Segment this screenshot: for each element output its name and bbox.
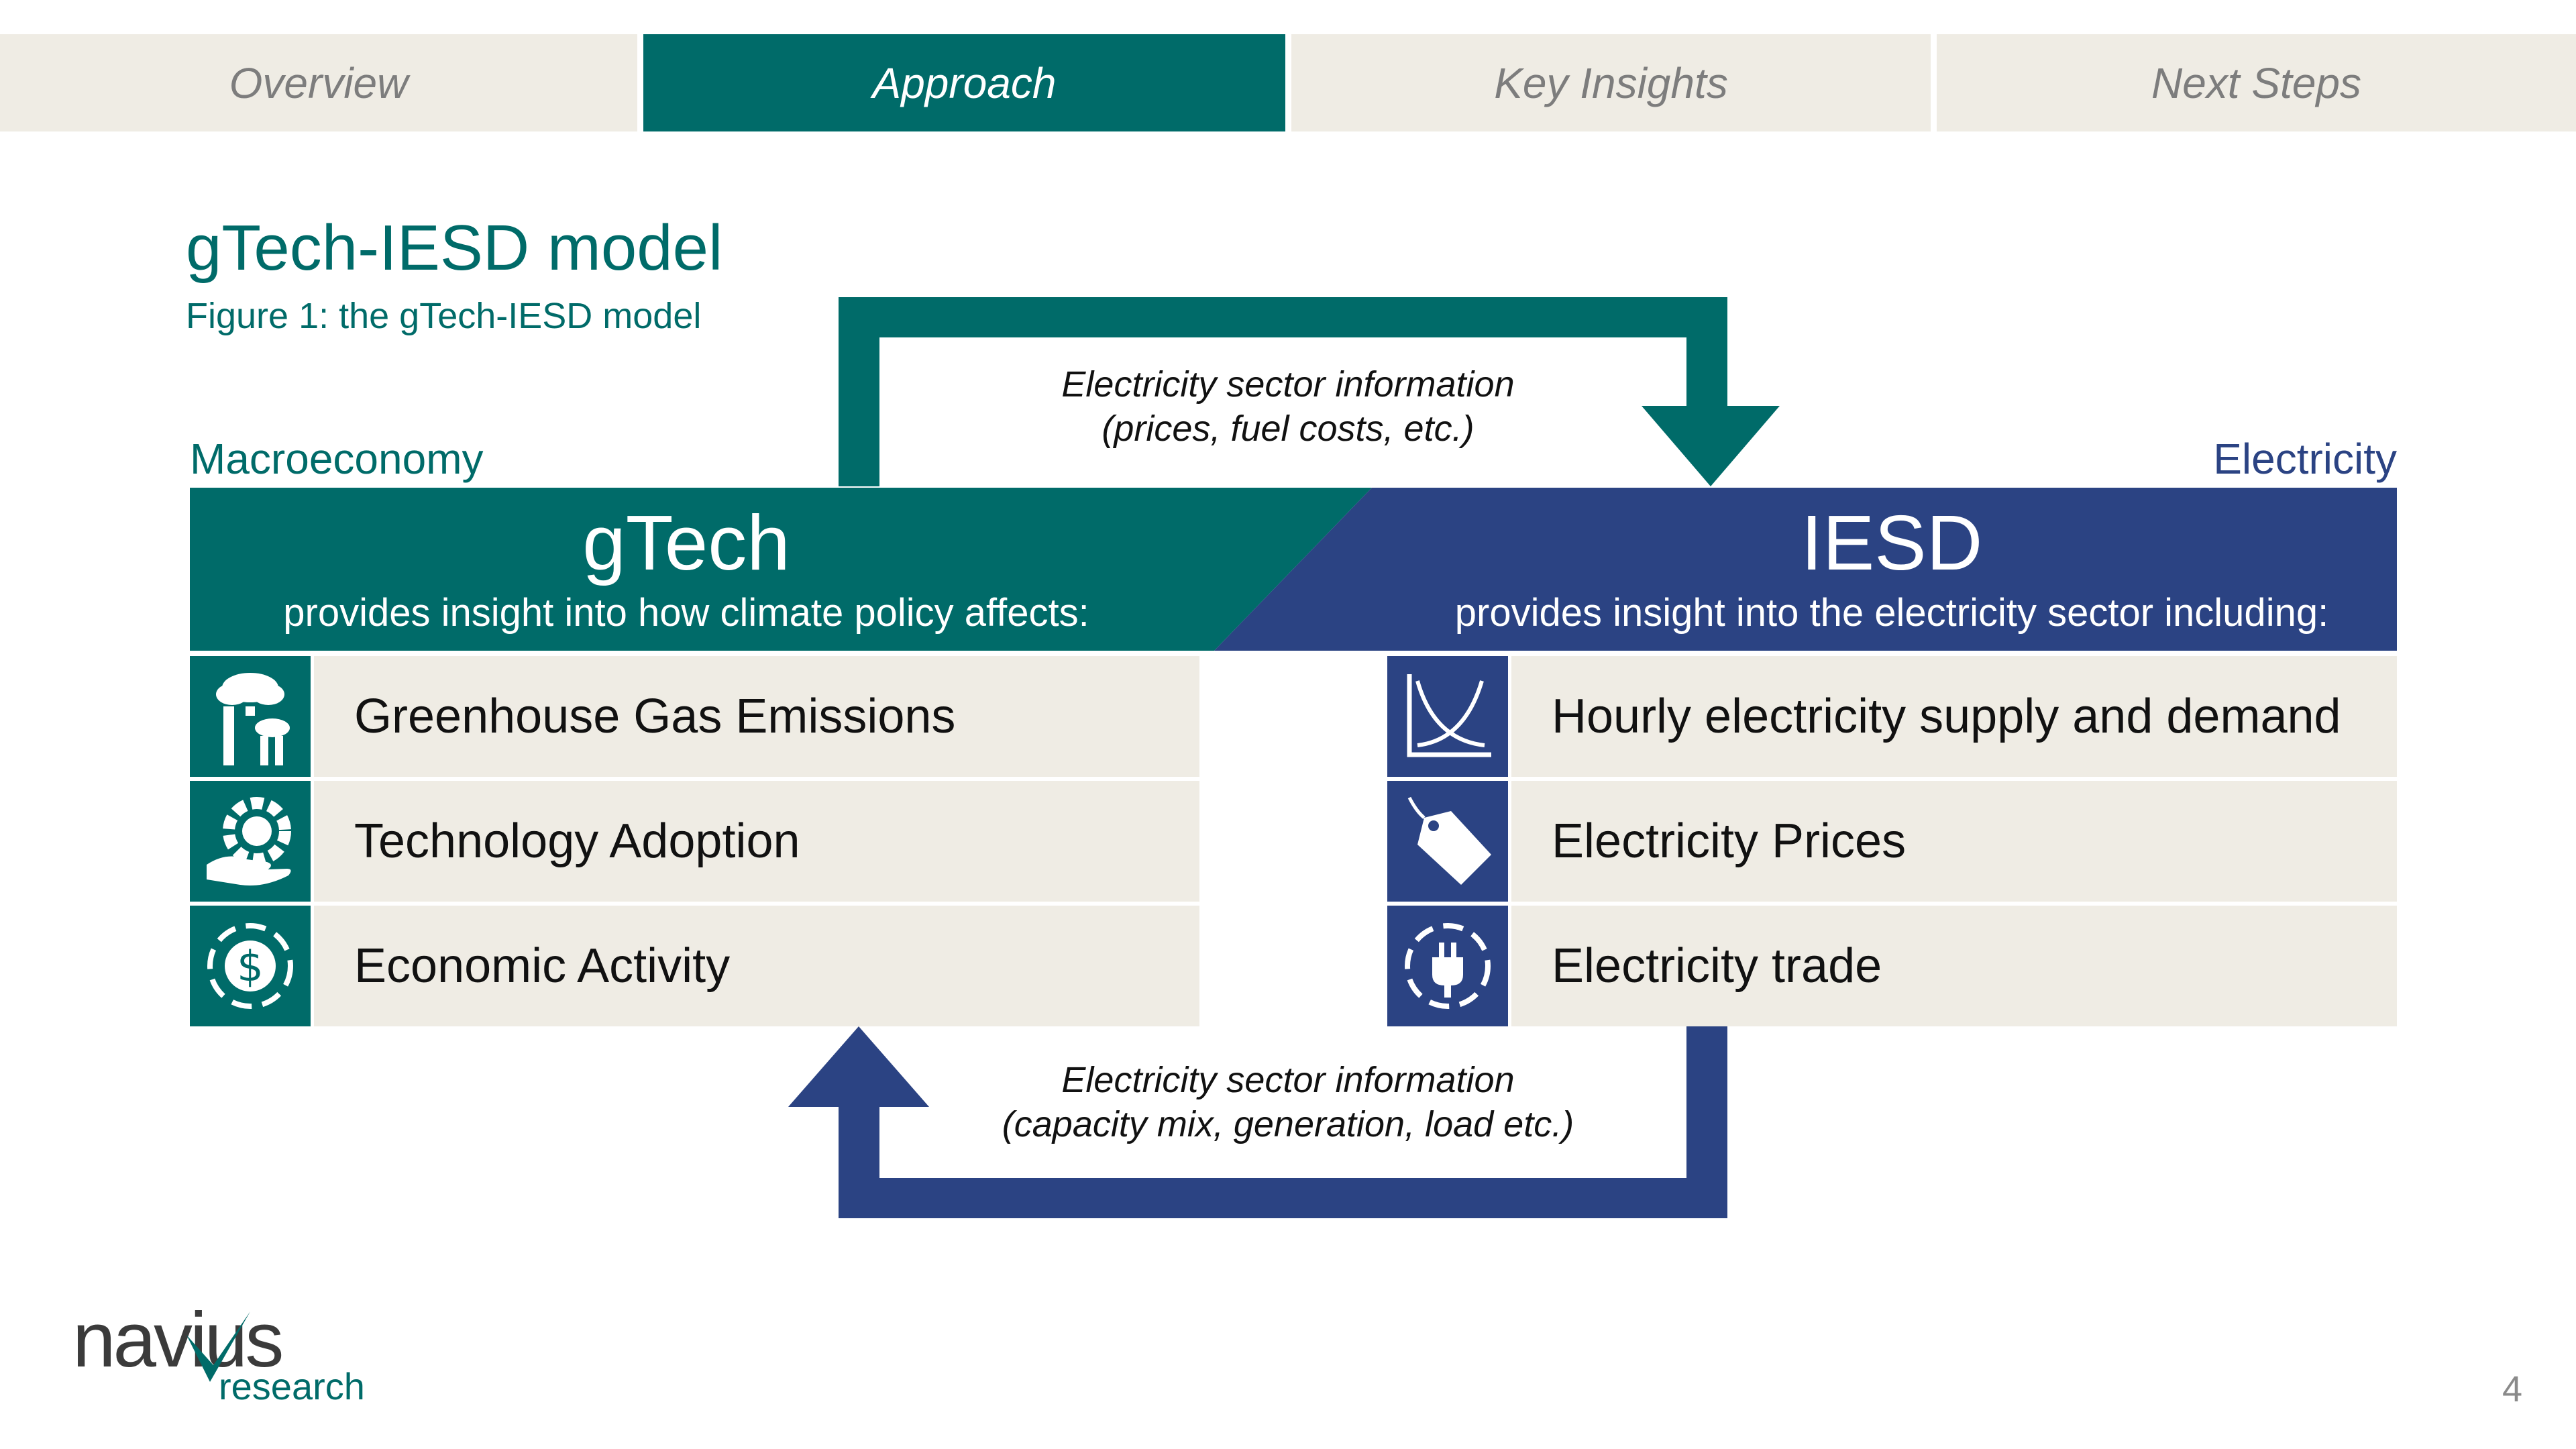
iesd-title: IESD xyxy=(1801,499,1983,586)
electricity-label: Electricity xyxy=(2213,435,2397,483)
top-flow-arrow xyxy=(839,297,1780,486)
bottom-flow-line1: Electricity sector information xyxy=(1061,1060,1515,1100)
navius-logo: navius research xyxy=(72,1295,368,1407)
iesd-header-bg xyxy=(1214,488,2397,651)
gtech-subtitle: provides insight into how climate policy… xyxy=(283,591,1089,635)
gtech-item-economic: $ Economic Activity xyxy=(190,906,1199,1026)
logo-word: navius xyxy=(72,1296,284,1383)
top-flow-line1: Electricity sector information xyxy=(1061,364,1515,405)
dollar-cycle-icon: $ xyxy=(190,906,311,1026)
gtech-item-emissions: Greenhouse Gas Emissions xyxy=(190,656,1199,777)
logo-sub: research xyxy=(219,1365,365,1407)
iesd-item-label: Electricity trade xyxy=(1552,939,1882,993)
gtech-item-label: Greenhouse Gas Emissions xyxy=(354,690,956,743)
page-title: gTech-IESD model xyxy=(186,212,723,284)
logo-checkmark-icon xyxy=(186,1311,250,1382)
gtech-item-label: Technology Adoption xyxy=(354,814,800,868)
iesd-item-supply-demand: Hourly electricity supply and demand xyxy=(1387,656,2397,777)
bottom-flow-arrow xyxy=(788,1026,1727,1218)
bottom-flow-label: Electricity sector information (capacity… xyxy=(953,1058,1623,1146)
bottom-flow-line2: (capacity mix, generation, load etc.) xyxy=(1002,1104,1574,1144)
iesd-item-label: Hourly electricity supply and demand xyxy=(1552,690,2341,743)
iesd-subtitle: provides insight into the electricity se… xyxy=(1454,591,2329,635)
top-flow-line2: (prices, fuel costs, etc.) xyxy=(1102,409,1474,449)
figure-caption: Figure 1: the gTech-IESD model xyxy=(186,296,702,336)
gtech-header-bg xyxy=(190,488,1372,651)
gtech-item-label: Economic Activity xyxy=(354,939,731,993)
top-flow-label: Electricity sector information (prices, … xyxy=(953,362,1623,451)
page-number: 4 xyxy=(2502,1369,2523,1409)
tab-approach[interactable]: Approach xyxy=(643,34,1285,131)
gtech-item-technology: Technology Adoption xyxy=(190,781,1199,902)
tab-bar: Overview Approach Key Insights Next Step… xyxy=(0,34,2576,131)
tab-key-insights[interactable]: Key Insights xyxy=(1291,34,1931,131)
macroeconomy-label: Macroeconomy xyxy=(190,435,484,483)
supply-demand-curve-icon xyxy=(1387,656,1508,777)
iesd-item-trade: Electricity trade xyxy=(1387,906,2397,1026)
plug-cycle-icon xyxy=(1387,906,1508,1026)
factory-emissions-icon xyxy=(190,656,311,777)
tab-overview[interactable]: Overview xyxy=(0,34,637,131)
tab-next-steps[interactable]: Next Steps xyxy=(1937,34,2576,131)
hand-gear-icon xyxy=(190,781,311,902)
iesd-item-label: Electricity Prices xyxy=(1552,814,1907,868)
gtech-title: gTech xyxy=(582,499,790,586)
iesd-item-prices: Electricity Prices xyxy=(1387,781,2397,902)
svg-text:$: $ xyxy=(237,942,263,991)
price-tag-icon xyxy=(1387,781,1508,902)
